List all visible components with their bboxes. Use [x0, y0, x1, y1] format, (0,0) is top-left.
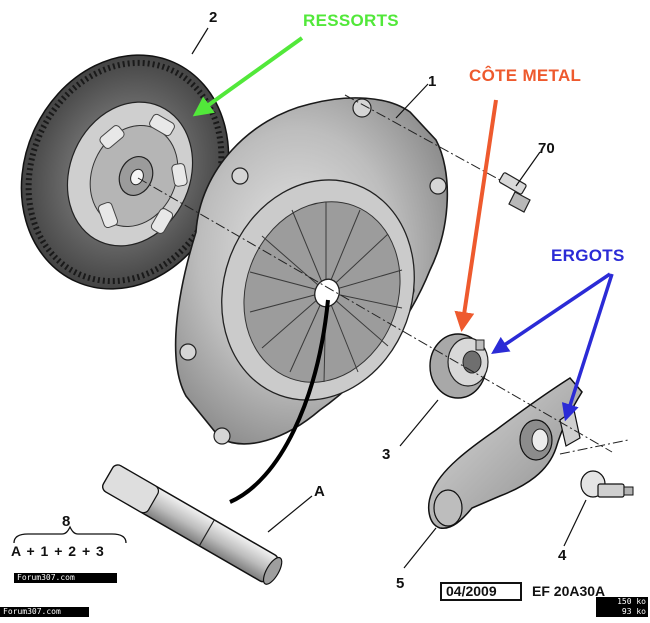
reference-code: EF 20A30A	[532, 583, 606, 599]
part-letter-tool: A	[314, 483, 325, 500]
part-number-fork: 5	[396, 575, 405, 592]
part-number-bolt: 70	[538, 140, 555, 157]
annotation-cote-metal: CÔTE METAL	[469, 66, 582, 85]
tool-guide-line	[229, 299, 330, 504]
centering-tool	[102, 464, 283, 585]
reference-date-box	[440, 582, 522, 601]
part-number-disc: 2	[209, 9, 218, 26]
file-size-top: 150 ko	[596, 597, 648, 607]
file-size-bottom: 93 ko	[596, 607, 648, 617]
clutch-disc	[20, 54, 230, 290]
bolt	[498, 172, 531, 213]
part-number-pivot: 4	[558, 547, 567, 564]
formula-brace	[13, 525, 127, 544]
annotation-ressorts: RESSORTS	[303, 11, 399, 30]
pivot-pin	[580, 470, 634, 498]
leader-lines	[191, 27, 587, 569]
part-number-pressure-plate: 1	[428, 73, 437, 90]
watermark-forum-bottom: Forum307.com	[0, 607, 89, 617]
formula-expression: A + 1 + 2 + 3	[11, 543, 105, 559]
cote-metal-arrow	[454, 99, 498, 332]
watermark-forum-top: Forum307.com	[14, 573, 117, 583]
part-number-bearing: 3	[382, 446, 391, 463]
ressorts-arrow	[192, 36, 304, 117]
formula-total: 8	[62, 513, 71, 530]
pressure-plate	[174, 97, 449, 445]
ergots-arrow-bearing	[491, 272, 611, 354]
release-bearing	[429, 333, 489, 399]
ergots-arrow-fork	[561, 273, 614, 422]
reference-date: 04/2009	[446, 583, 497, 599]
assembly-axis	[137, 94, 629, 455]
damper-springs	[97, 113, 188, 234]
release-fork	[427, 377, 583, 529]
annotation-ergots: ERGOTS	[551, 246, 625, 265]
